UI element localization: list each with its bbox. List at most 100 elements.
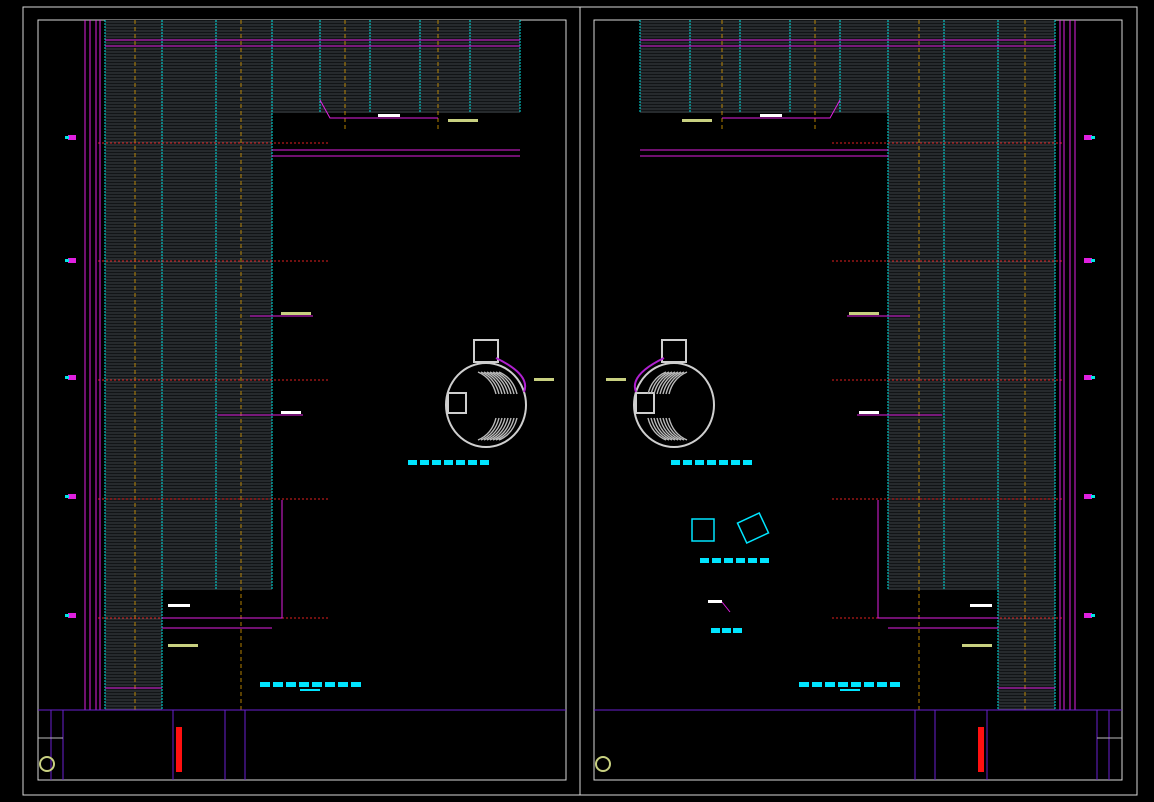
section-tag — [281, 411, 301, 414]
grid-bubble — [68, 494, 76, 499]
seating-row — [650, 417, 670, 441]
leader-line — [722, 99, 841, 119]
hatched-bottom-wing — [998, 590, 1055, 710]
grid-tag — [1091, 376, 1095, 379]
section-tag — [606, 378, 626, 381]
seating-row — [489, 417, 509, 441]
label-bar — [748, 558, 757, 563]
grid-bubble — [68, 375, 76, 380]
label-bar — [812, 682, 822, 687]
title-red-mark — [978, 727, 984, 772]
section-tag — [682, 119, 712, 122]
grid-tag — [1091, 495, 1095, 498]
section-arc — [633, 357, 665, 393]
seating-row — [486, 371, 506, 395]
grid-tag — [1091, 614, 1095, 617]
label-bar — [743, 460, 752, 465]
label-bar — [736, 558, 745, 563]
stair-core — [661, 339, 687, 363]
grid-bubble — [1084, 375, 1092, 380]
label-bar — [260, 682, 270, 687]
section-tag — [168, 604, 190, 607]
label-bar — [351, 682, 361, 687]
label-bar — [825, 682, 835, 687]
hatched-top-wing — [272, 20, 520, 113]
leader-line — [162, 500, 283, 619]
label-bar — [707, 460, 716, 465]
grid-bubble — [1084, 258, 1092, 263]
section-tag — [281, 312, 311, 315]
section-tag — [962, 644, 992, 647]
leader-line — [319, 99, 438, 119]
label-bar — [480, 460, 489, 465]
grid-tag — [65, 259, 69, 262]
seating-row — [650, 371, 670, 395]
seating-row — [483, 371, 503, 395]
section-tag — [760, 114, 782, 117]
seating-row — [486, 417, 506, 441]
seating-row — [480, 371, 500, 395]
label-bar — [731, 460, 740, 465]
seating-row — [647, 371, 667, 395]
grid-tag — [65, 495, 69, 498]
leader-line — [877, 500, 998, 619]
label-bar — [890, 682, 900, 687]
label-underline — [840, 689, 860, 691]
stair-core — [447, 392, 467, 414]
label-bar — [325, 682, 335, 687]
label-bar — [312, 682, 322, 687]
seating-row — [656, 371, 676, 395]
seating-row — [495, 371, 515, 395]
right-sheet[interactable] — [593, 19, 1123, 781]
stair-core — [473, 339, 499, 363]
grid-tag — [1091, 136, 1095, 139]
section-tag — [859, 411, 879, 414]
label-bar — [712, 558, 721, 563]
section-tag — [708, 600, 722, 603]
section-tag — [168, 644, 198, 647]
grid-tag — [65, 376, 69, 379]
detail-square — [691, 518, 715, 542]
seating-row — [662, 417, 682, 441]
seating-row — [477, 371, 497, 395]
label-bar — [273, 682, 283, 687]
left-sheet[interactable] — [37, 19, 567, 781]
label-bar — [722, 628, 731, 633]
label-bar — [877, 682, 887, 687]
seating-row — [498, 417, 518, 441]
section-tag — [378, 114, 400, 117]
seating-row — [495, 417, 515, 441]
grid-bubble — [68, 258, 76, 263]
label-bar — [700, 558, 709, 563]
label-underline — [300, 689, 320, 691]
label-bar — [711, 628, 720, 633]
label-bar — [760, 558, 769, 563]
logo-icon — [39, 756, 55, 772]
label-bar — [432, 460, 441, 465]
label-bar — [420, 460, 429, 465]
label-bar — [719, 460, 728, 465]
label-bar — [851, 682, 861, 687]
title-red-mark — [176, 727, 182, 772]
section-tag — [448, 119, 478, 122]
seating-row — [656, 417, 676, 441]
grid-bubble — [1084, 494, 1092, 499]
label-bar — [799, 682, 809, 687]
seating-row — [483, 417, 503, 441]
logo-icon — [595, 756, 611, 772]
label-bar — [468, 460, 477, 465]
hatched-bottom-wing — [105, 590, 162, 710]
seating-row — [498, 371, 518, 395]
grid-tag — [1091, 259, 1095, 262]
label-bar — [444, 460, 453, 465]
seating-row — [492, 371, 512, 395]
grid-tag — [65, 614, 69, 617]
seating-row — [653, 371, 673, 395]
hatched-top-wing — [640, 20, 888, 113]
grid-bubble — [68, 135, 76, 140]
seating-row — [492, 417, 512, 441]
seating-row — [665, 417, 685, 441]
grid-bubble — [68, 613, 76, 618]
seating-row — [668, 371, 688, 395]
